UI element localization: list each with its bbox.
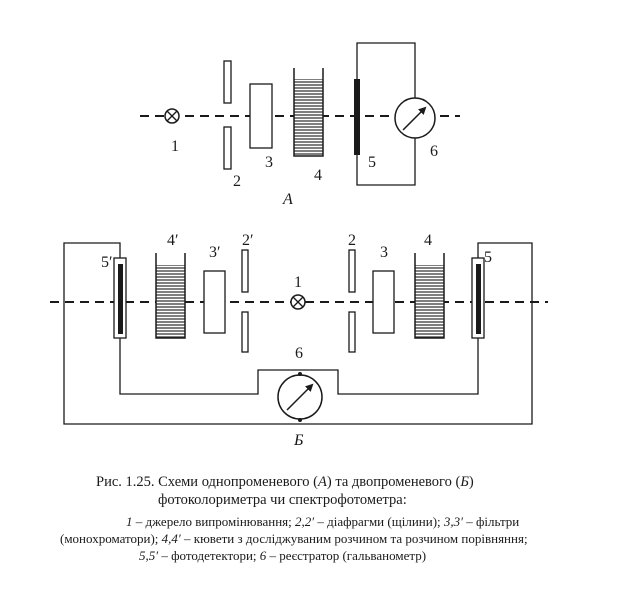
- label-b-1: 1: [294, 274, 302, 291]
- caption-title: Рис. 1.25. Схеми однопроменевого (А) та …: [96, 474, 474, 490]
- circuit-wire-a-bottom: [356, 138, 416, 186]
- cuvette-b-left: [155, 253, 186, 339]
- caption-title-line2: фотоколориметра чи спектрофотометра:: [158, 492, 407, 508]
- circuit-wire-b-outer: [63, 242, 533, 425]
- label-a-1: 1: [171, 138, 179, 155]
- photodetector-b-right: [471, 257, 485, 339]
- diaphragm-b-right-top: [348, 249, 356, 293]
- filter-a: [249, 83, 273, 149]
- diaphragm-b-left-bottom: [241, 311, 249, 353]
- galvanometer-a: [394, 97, 436, 139]
- label-b-3: 3: [380, 244, 388, 261]
- label-b-2: 2: [348, 232, 356, 249]
- label-a-2: 2: [233, 173, 241, 190]
- diaphragm-a-bottom: [223, 126, 232, 170]
- label-a-5: 5: [368, 154, 376, 171]
- filter-b-left: [203, 270, 226, 334]
- label-b-2prime: 2′: [242, 232, 254, 249]
- cuvette-a: [293, 68, 324, 157]
- label-a-4: 4: [314, 167, 322, 184]
- diaphragm-b-left-top: [241, 249, 249, 293]
- caption-legend-line1: 1 – джерело випромінювання; 2,2′ – діафр…: [126, 514, 520, 529]
- light-source-a: [164, 108, 180, 124]
- photometer-diagram: 1 2 3 4 5 6 А: [50, 42, 548, 449]
- scheme-letter-b: Б: [293, 432, 304, 449]
- scheme-a: 1 2 3 4 5 6 А: [140, 42, 460, 208]
- circuit-wire-a: [356, 42, 416, 98]
- galvanometer-b: [277, 372, 323, 422]
- circuit-wire-b-inner: [119, 338, 479, 395]
- scheme-b: 5′ 4′ 3′ 2′ 1 2 3 4 5 6 Б: [50, 232, 548, 449]
- light-source-b: [290, 294, 306, 310]
- caption-legend-line3: 5,5′ – фотодетектори; 6 – реєстратор (га…: [139, 548, 427, 563]
- label-b-3prime: 3′: [209, 244, 221, 261]
- photodetector-a: [354, 79, 360, 155]
- filter-b-right: [372, 270, 395, 334]
- label-b-4prime: 4′: [167, 232, 179, 249]
- figure-caption: Рис. 1.25. Схеми однопроменевого (А) та …: [0, 472, 623, 582]
- label-a-6: 6: [430, 143, 438, 160]
- diaphragm-a-top: [223, 60, 232, 104]
- label-b-6: 6: [295, 345, 303, 362]
- label-b-5: 5: [484, 249, 492, 266]
- cuvette-b-right: [414, 253, 445, 339]
- caption-legend-line2: (монохроматори); 4,4′ – кювети з дослідж…: [60, 531, 528, 546]
- label-a-3: 3: [265, 154, 273, 171]
- diaphragm-b-right-bottom: [348, 311, 356, 353]
- photodetector-b-left: [113, 257, 127, 339]
- scheme-letter-a: А: [282, 191, 293, 208]
- label-b-4: 4: [424, 232, 432, 249]
- label-b-5prime: 5′: [101, 254, 113, 271]
